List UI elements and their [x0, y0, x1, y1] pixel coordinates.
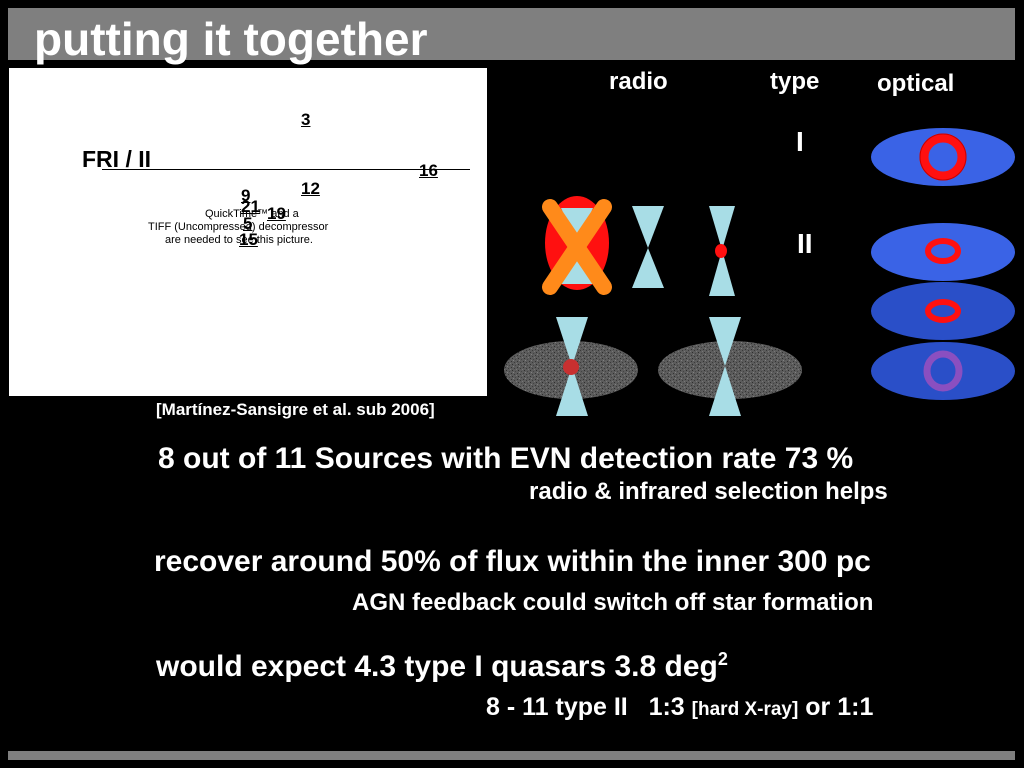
feedback-note: AGN feedback could switch off star forma… — [352, 589, 874, 616]
orange-cross-icon — [542, 199, 612, 295]
radio-cone-with-core — [709, 206, 735, 296]
point-label: 9 — [241, 186, 251, 205]
fr-axis-label: FRI / II — [82, 146, 151, 172]
type2-ratio-text: 8 - 11 type II 1:3 — [486, 693, 685, 721]
slide-title: putting it together — [34, 13, 428, 65]
optical-type1-ellipse — [871, 128, 1015, 186]
column-heading-radio: radio — [609, 68, 668, 95]
point-label: 5 — [243, 214, 253, 233]
point-label: 21 — [241, 197, 260, 216]
squared-superscript: 2 — [717, 649, 728, 669]
point-label: 16 — [419, 161, 438, 180]
type-1-label: I — [796, 126, 804, 157]
alt-ratio-text: or 1:1 — [805, 693, 874, 721]
point-label: 3 — [301, 110, 311, 129]
fr-axis-line — [102, 169, 470, 170]
column-heading-type: type — [770, 68, 820, 95]
quasar-expectation-line: would expect 4.3 type I quasars 3.8 deg2 — [156, 649, 728, 684]
quicktime-placeholder-text: QuickTime™ and a — [205, 208, 299, 220]
type-2-label: II — [797, 228, 813, 259]
quicktime-placeholder-text: are needed to see this picture. — [165, 234, 313, 246]
galaxy-with-cone-right — [658, 317, 802, 416]
title-bar: putting it together — [8, 8, 1015, 65]
bottom-bar — [8, 751, 1015, 760]
point-label: 15 — [239, 230, 258, 249]
column-heading-optical: optical — [877, 70, 955, 97]
quasar-expectation-text: would expect 4.3 type I quasars 3.8 deg — [156, 650, 718, 683]
quicktime-placeholder-text: TIFF (Uncompressed) decompressor — [148, 221, 329, 233]
flux-recovery-line: recover around 50% of flux within the in… — [154, 545, 871, 578]
type2-ratio-line: 8 - 11 type II 1:3 [hard X-ray] or 1:1 — [486, 693, 873, 722]
hard-xray-note: [hard X-ray] — [691, 699, 799, 720]
point-label: 12 — [301, 179, 320, 198]
detection-rate-line: 8 out of 11 Sources with EVN detection r… — [158, 442, 854, 475]
citation: [Martínez-Sansigre et al. sub 2006] — [156, 400, 435, 419]
radio-cone-plain — [632, 206, 664, 288]
point-label: 19 — [267, 204, 286, 223]
optical-type2-ellipse-dark — [871, 282, 1015, 340]
galaxy-with-cone-left — [504, 317, 638, 416]
selection-note: radio & infrared selection helps — [529, 478, 888, 505]
figure-panel: FRI / II 3 16 12 9 21 19 5 15 QuickTime™… — [9, 68, 487, 396]
optical-type2-ellipse — [871, 223, 1015, 281]
optical-galaxy-ellipse — [871, 342, 1015, 400]
